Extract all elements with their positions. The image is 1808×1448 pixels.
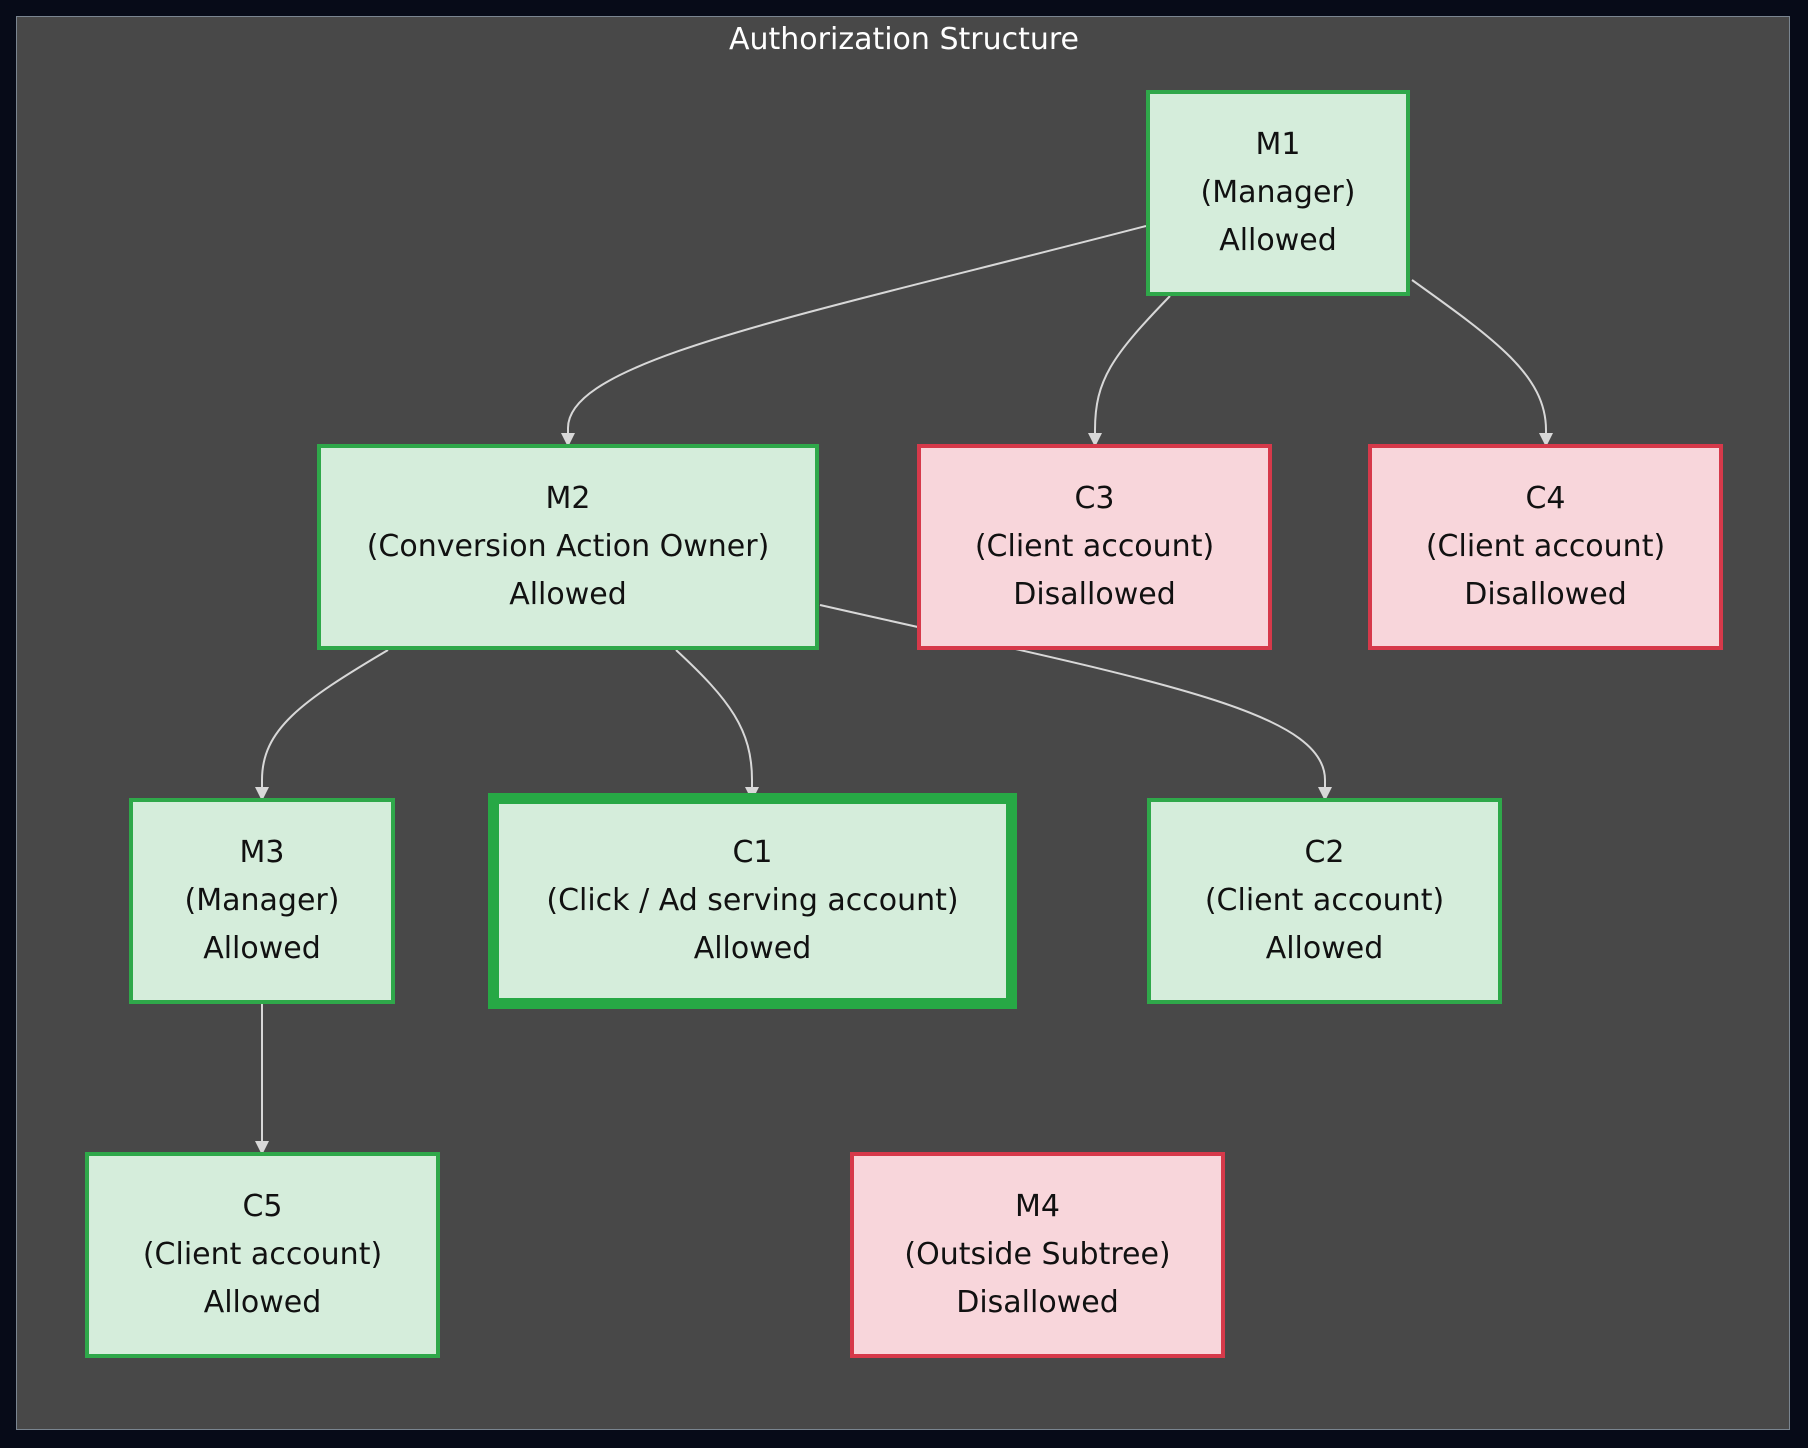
edge-m1-m2 — [561, 225, 1147, 447]
node-m4[interactable]: M4 (Outside Subtree) Disallowed — [850, 1152, 1225, 1358]
node-c5-status: Allowed — [203, 1285, 322, 1320]
node-m2-role: (Conversion Action Owner) — [366, 529, 770, 564]
node-m1-role: (Manager) — [1200, 175, 1356, 210]
node-c4-role: (Client account) — [1425, 529, 1666, 564]
node-m1-status: Allowed — [1219, 223, 1337, 258]
diagram-title: Authorization Structure — [728, 22, 1080, 57]
node-c1-id: C1 — [732, 835, 773, 870]
edge-m1-c3 — [1088, 295, 1171, 447]
node-c1-role: (Click / Ad serving account) — [546, 883, 959, 918]
node-c5-id: C5 — [242, 1189, 283, 1224]
node-c4-id: C4 — [1525, 481, 1566, 516]
node-c2-id: C2 — [1304, 835, 1345, 870]
node-m4-role: (Outside Subtree) — [904, 1237, 1171, 1272]
node-c2-role: (Client account) — [1204, 883, 1445, 918]
node-m4-id: M4 — [1015, 1189, 1060, 1224]
node-c4[interactable]: C4 (Client account) Disallowed — [1368, 444, 1723, 650]
node-m3-role: (Manager) — [184, 883, 340, 918]
node-c3-id: C3 — [1074, 481, 1115, 516]
node-c1[interactable]: C1 (Click / Ad serving account) Allowed — [488, 793, 1017, 1009]
node-c4-status: Disallowed — [1464, 577, 1627, 612]
node-m2-id: M2 — [545, 481, 591, 516]
node-c3-status: Disallowed — [1013, 577, 1176, 612]
node-m1-id: M1 — [1255, 127, 1301, 162]
node-m4-status: Disallowed — [956, 1285, 1119, 1320]
node-c2-status: Allowed — [1265, 931, 1384, 966]
node-m2[interactable]: M2 (Conversion Action Owner) Allowed — [317, 444, 819, 650]
node-m1[interactable]: M1 (Manager) Allowed — [1146, 90, 1410, 296]
edge-m2-c1 — [675, 649, 759, 801]
node-c5[interactable]: C5 (Client account) Allowed — [85, 1152, 440, 1358]
node-c3-role: (Client account) — [974, 529, 1215, 564]
edge-m1-c4 — [1411, 279, 1553, 447]
node-c3[interactable]: C3 (Client account) Disallowed — [917, 444, 1272, 650]
node-m3-id: M3 — [239, 835, 285, 870]
node-m2-status: Allowed — [509, 577, 627, 612]
node-m3[interactable]: M3 (Manager) Allowed — [129, 798, 395, 1004]
node-c1-status: Allowed — [693, 931, 812, 966]
edge-m2-m3 — [255, 649, 389, 801]
node-c2[interactable]: C2 (Client account) Allowed — [1147, 798, 1502, 1004]
node-m3-status: Allowed — [203, 931, 321, 966]
node-c5-role: (Client account) — [142, 1237, 383, 1272]
